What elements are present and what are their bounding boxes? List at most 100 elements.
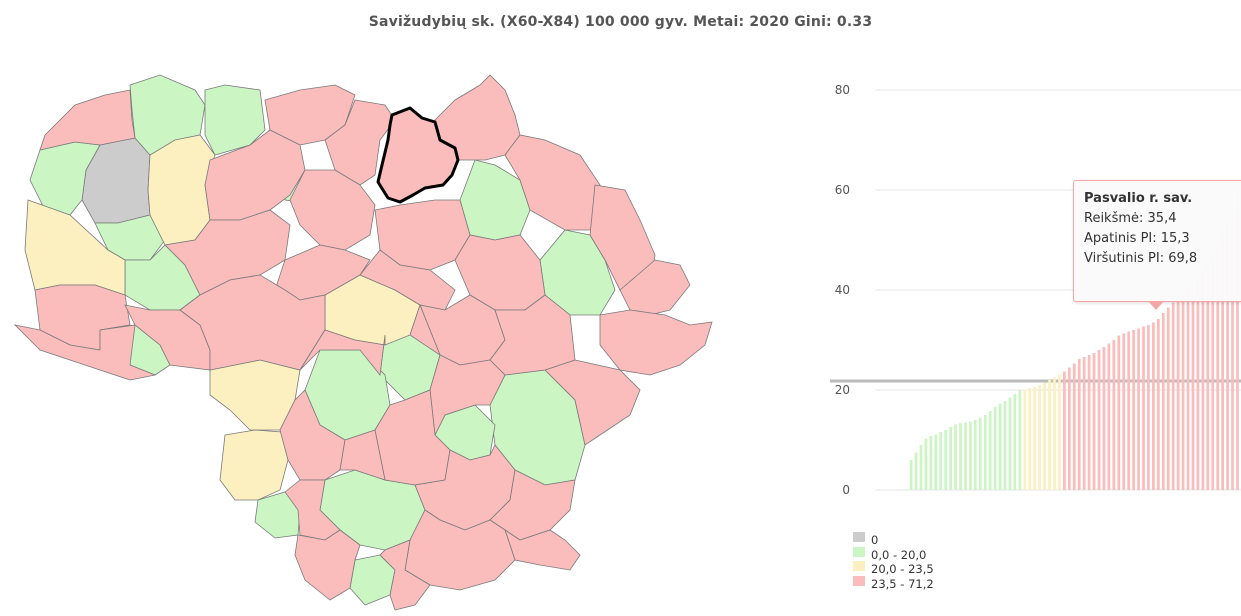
chart-bar[interactable]: [1033, 387, 1037, 490]
map-regions-yellow: [24, 134, 421, 501]
legend-item[interactable]: 0: [853, 532, 934, 548]
chart-bar[interactable]: [924, 438, 928, 491]
map-region[interactable]: [289, 169, 376, 251]
chart-bar[interactable]: [939, 432, 943, 490]
chart-bar[interactable]: [1201, 270, 1205, 490]
chart-bar[interactable]: [909, 460, 913, 490]
highlighted-region-pasvalio[interactable]: [376, 106, 460, 204]
chart-bar[interactable]: [949, 427, 953, 490]
chart-title: Savižudybių sk. (X60-X84) 100 000 gyv. M…: [368, 14, 873, 30]
map-region[interactable]: [599, 309, 713, 376]
chart-bar[interactable]: [1058, 374, 1061, 491]
map-region[interactable]: [359, 249, 456, 311]
tooltip-value: Reikšmė: 35,4: [1084, 211, 1177, 226]
y-tick-label: 60: [835, 183, 850, 197]
chart-bar[interactable]: [1211, 255, 1215, 490]
legend-item[interactable]: 23,5 - 71,2: [853, 575, 934, 592]
legend-item[interactable]: 0,0 - 20,0: [853, 546, 934, 563]
map-region[interactable]: [204, 129, 306, 221]
chart-bar[interactable]: [1186, 287, 1190, 491]
chart-bar[interactable]: [1156, 319, 1160, 490]
chart-bar[interactable]: [998, 403, 1002, 491]
chart-bar[interactable]: [1048, 380, 1051, 490]
chart-bar[interactable]: [1082, 357, 1086, 490]
map-region[interactable]: [379, 539, 431, 611]
chart-bar[interactable]: [1043, 382, 1046, 491]
chart-bar[interactable]: [1166, 307, 1170, 491]
chart-bar[interactable]: [1176, 297, 1180, 491]
chart-bar[interactable]: [1117, 335, 1121, 491]
chart-bar[interactable]: [993, 407, 997, 490]
chart-bar[interactable]: [1023, 389, 1027, 491]
chart-bar[interactable]: [1003, 401, 1007, 490]
map-region[interactable]: [164, 209, 291, 296]
tooltip-pointer: [1148, 301, 1164, 310]
chart-bar[interactable]: [1226, 222, 1229, 491]
chart-bar[interactable]: [959, 423, 962, 490]
chart-bar[interactable]: [1191, 282, 1195, 491]
chart-bar[interactable]: [1152, 322, 1155, 491]
chart-bar[interactable]: [964, 422, 967, 491]
chart-bar[interactable]: [1147, 325, 1150, 490]
chart-bar[interactable]: [1063, 371, 1066, 491]
chart-bar[interactable]: [1137, 328, 1140, 491]
map-region[interactable]: [339, 429, 386, 481]
chart-bar[interactable]: [978, 418, 982, 490]
chart-bar[interactable]: [1067, 367, 1071, 491]
tooltip-lower-interval: Apatinis PI: 15,3: [1084, 231, 1190, 246]
chart-bar[interactable]: [1112, 340, 1116, 490]
chart-bar[interactable]: [954, 424, 957, 491]
chart-bar[interactable]: [1127, 331, 1131, 491]
map-region[interactable]: [544, 359, 641, 446]
chart-bar[interactable]: [1132, 330, 1135, 490]
chart-bar[interactable]: [1028, 388, 1032, 490]
chart-bar[interactable]: [1161, 313, 1165, 490]
map-region[interactable]: [204, 84, 266, 156]
map-region[interactable]: [39, 89, 136, 151]
chart-bar[interactable]: [1038, 385, 1042, 490]
chart-bar[interactable]: [1206, 262, 1210, 491]
map-region[interactable]: [504, 529, 581, 571]
map-region[interactable]: [324, 99, 396, 186]
chart-bar[interactable]: [1097, 350, 1101, 490]
y-tick-label: 40: [835, 283, 850, 297]
chart-bar[interactable]: [1216, 245, 1220, 490]
map-region[interactable]: [219, 429, 289, 501]
chart-bar[interactable]: [1013, 394, 1017, 490]
chart-bar[interactable]: [1092, 353, 1096, 490]
legend-swatch: [853, 575, 865, 586]
chart-bar[interactable]: [934, 434, 938, 491]
chart-bar[interactable]: [1008, 397, 1012, 491]
chart-bar[interactable]: [1122, 333, 1126, 491]
chart-bar[interactable]: [929, 436, 933, 490]
chart-bar[interactable]: [914, 452, 918, 491]
map-region[interactable]: [294, 529, 361, 601]
chart-bar[interactable]: [1181, 292, 1185, 491]
chart-bar[interactable]: [1102, 347, 1106, 490]
map-region[interactable]: [299, 329, 386, 376]
chart-bar[interactable]: [1196, 277, 1200, 491]
chart-bar[interactable]: [983, 415, 987, 490]
chart-bar[interactable]: [1221, 235, 1224, 490]
chart-bar[interactable]: [1072, 363, 1076, 491]
map-region[interactable]: [489, 294, 576, 376]
chart-bar[interactable]: [919, 445, 923, 490]
chart-bar[interactable]: [1171, 302, 1175, 491]
chart-bar[interactable]: [1107, 343, 1111, 491]
chart-bar[interactable]: [988, 411, 992, 490]
chart-bar[interactable]: [1053, 377, 1056, 491]
map-region[interactable]: [179, 274, 326, 371]
chart-bar[interactable]: [1142, 326, 1145, 491]
chart-bar[interactable]: [974, 420, 977, 490]
chart-bar[interactable]: [944, 430, 948, 490]
chart-bar[interactable]: [1087, 355, 1091, 490]
chart-bar[interactable]: [1236, 192, 1239, 491]
chart-bar[interactable]: [1077, 359, 1081, 490]
legend-swatch: [853, 561, 865, 572]
legend-swatch: [853, 546, 865, 557]
legend-item[interactable]: 20,0 - 23,5: [853, 561, 934, 577]
chart-bar[interactable]: [1231, 210, 1234, 490]
chart-bar[interactable]: [969, 421, 972, 491]
chart-bar[interactable]: [1018, 390, 1022, 491]
